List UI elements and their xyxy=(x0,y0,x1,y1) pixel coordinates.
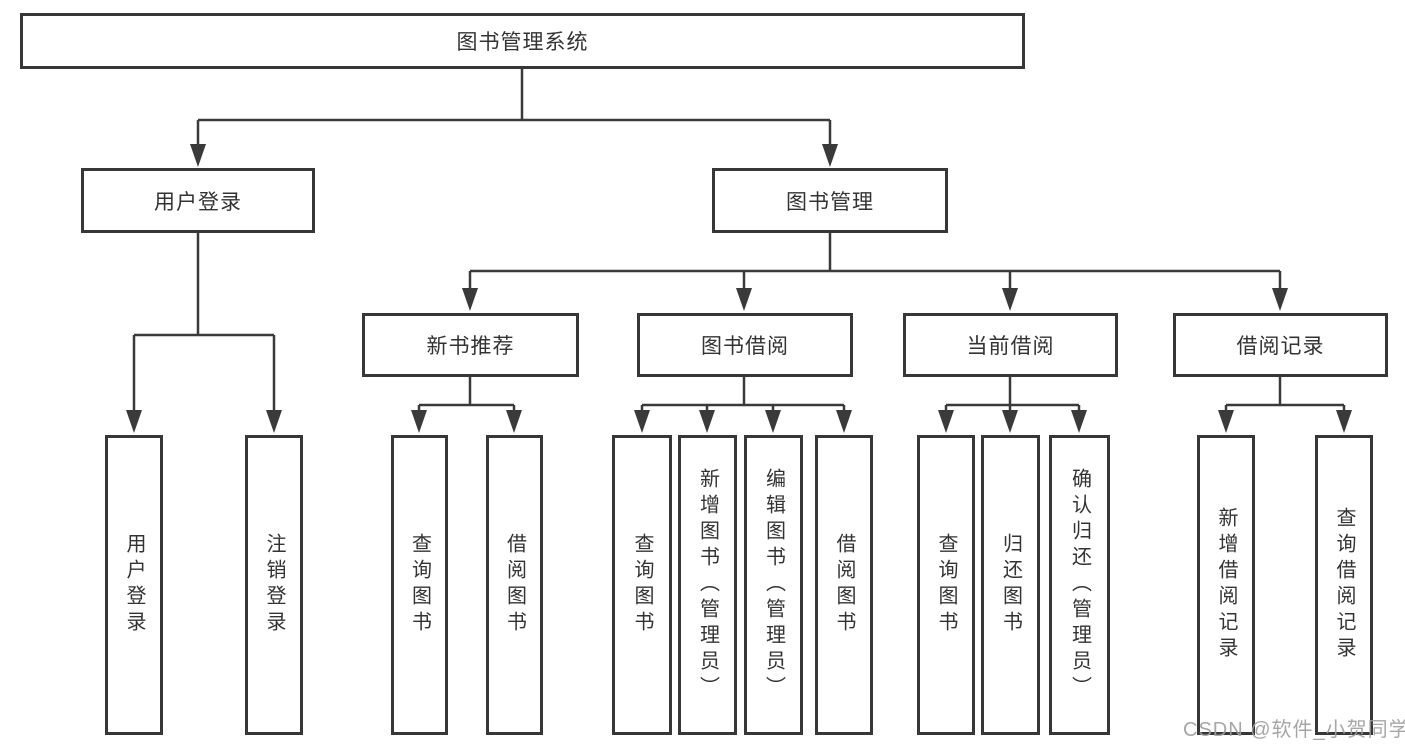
node-book-management-label: 图书管理 xyxy=(786,190,874,214)
leaf-borrow-query-book-label: 查询图书 xyxy=(631,533,653,637)
node-new-book-recommend: 新书推荐 xyxy=(362,313,579,377)
leaf-edit-book-admin: 编辑图书（管理员） xyxy=(744,435,803,735)
arrowheads xyxy=(126,144,1352,433)
leaf-user-login: 用户登录 xyxy=(105,435,163,735)
leaf-confirm-return-admin: 确认归还（管理员） xyxy=(1049,435,1110,735)
csdn-watermark: CSDN @软件_小贺同学 xyxy=(1183,719,1405,741)
leaf-add-book-admin: 新增图书（管理员） xyxy=(678,435,737,735)
leaf-logout-label: 注销登录 xyxy=(263,533,285,637)
leaf-return-book-label: 归还图书 xyxy=(999,533,1022,637)
node-current-borrow: 当前借阅 xyxy=(903,313,1118,377)
leaf-recommend-borrow-book-label: 借阅图书 xyxy=(503,533,526,637)
node-user-login-label: 用户登录 xyxy=(154,190,242,214)
leaf-current-query-book-label: 查询图书 xyxy=(935,533,957,637)
leaf-query-borrow-record: 查询借阅记录 xyxy=(1315,435,1373,735)
leaf-return-book: 归还图书 xyxy=(981,435,1040,735)
node-book-management: 图书管理 xyxy=(712,168,948,233)
node-current-borrow-label: 当前借阅 xyxy=(966,335,1055,358)
leaf-add-borrow-record-label: 新增借阅记录 xyxy=(1215,507,1237,663)
leaf-confirm-return-admin-label: 确认归还（管理员） xyxy=(1068,468,1091,702)
leaf-borrow-book: 借阅图书 xyxy=(815,435,873,735)
node-new-book-recommend-label: 新书推荐 xyxy=(426,335,515,358)
leaf-add-borrow-record: 新增借阅记录 xyxy=(1197,435,1255,735)
leaf-recommend-query-book: 查询图书 xyxy=(391,435,448,735)
leaf-logout: 注销登录 xyxy=(245,435,303,735)
node-book-borrow-label: 图书借阅 xyxy=(701,335,789,358)
node-borrow-record-label: 借阅记录 xyxy=(1236,335,1325,358)
leaf-borrow-book-label: 借阅图书 xyxy=(833,533,855,637)
node-borrow-record: 借阅记录 xyxy=(1173,313,1388,377)
leaf-recommend-query-book-label: 查询图书 xyxy=(408,533,431,637)
leaf-edit-book-admin-label: 编辑图书（管理员） xyxy=(762,468,785,702)
leaf-add-book-admin-label: 新增图书（管理员） xyxy=(696,468,719,702)
node-library-system: 图书管理系统 xyxy=(20,13,1025,69)
leaf-recommend-borrow-book: 借阅图书 xyxy=(486,435,543,735)
node-library-system-label: 图书管理系统 xyxy=(456,31,589,54)
leaf-query-borrow-record-label: 查询借阅记录 xyxy=(1333,507,1355,663)
leaf-current-query-book: 查询图书 xyxy=(917,435,975,735)
node-user-login: 用户登录 xyxy=(81,168,315,233)
node-book-borrow: 图书借阅 xyxy=(637,313,853,377)
leaf-borrow-query-book: 查询图书 xyxy=(612,435,672,735)
leaf-user-login-label: 用户登录 xyxy=(123,533,145,637)
